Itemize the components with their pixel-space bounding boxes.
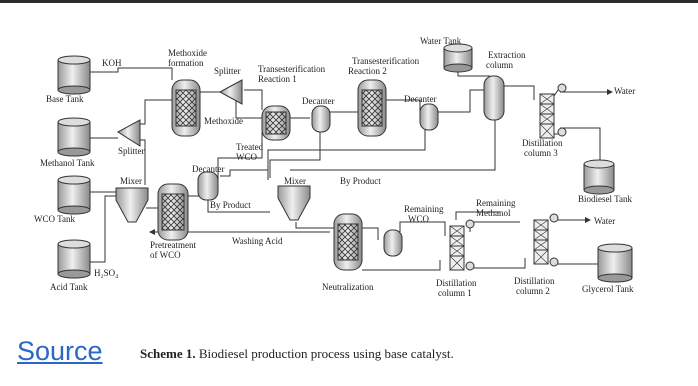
process-flow-diagram: Water Tank KOH Methoxide formation Split… — [34, 36, 635, 298]
label-water-in: Water — [594, 216, 615, 226]
top-border-line — [0, 0, 698, 3]
label-decanter-b: Decanter — [404, 94, 436, 104]
label-methoxide: Methoxide — [204, 116, 243, 126]
biodiesel-tank — [583, 159, 615, 195]
wco-tank — [57, 175, 91, 215]
neutralization-reactor — [333, 213, 363, 271]
mixer-left — [115, 187, 149, 223]
label-glycerol-tank: Glycerol Tank — [582, 284, 634, 294]
splitter-left — [117, 119, 141, 147]
decanter-c — [197, 171, 219, 201]
caption-label: Scheme 1. — [140, 346, 196, 361]
label-splitter-top: Splitter — [214, 66, 241, 76]
water-tank — [443, 43, 473, 73]
distillation-column-3 — [539, 83, 567, 139]
distillation-column-2 — [533, 213, 559, 267]
label-washing-acid: Washing Acid — [232, 236, 283, 246]
methoxide-formation-reactor — [171, 79, 201, 137]
label-distillation2-1: Distillation — [514, 276, 555, 286]
figure-caption: Scheme 1. Biodiesel production process u… — [140, 346, 454, 362]
decanter-a — [311, 105, 331, 133]
acid-tank — [57, 239, 91, 279]
label-methoxide-formation-2: formation — [168, 58, 204, 68]
label-pretreatment-2: of WCO — [150, 250, 181, 260]
mixer-middle — [277, 185, 311, 221]
label-by-product-right: By Product — [340, 176, 381, 186]
label-splitter-left: Splitter — [118, 146, 145, 156]
label-remaining-wco-2: WCO — [408, 214, 429, 224]
methanol-tank — [57, 117, 91, 157]
extraction-column — [483, 75, 505, 121]
label-distillation2-2: column 2 — [516, 286, 550, 296]
transesterification-reactor-2 — [357, 79, 387, 137]
label-remaining-methanol-2: Methanol — [476, 208, 511, 218]
label-decanter-a: Decanter — [302, 96, 334, 106]
transesterification-reactor-1 — [261, 105, 291, 141]
label-distillation3-2: column 3 — [524, 148, 558, 158]
label-water-tank: Water Tank — [420, 36, 462, 46]
label-extraction-2: column — [486, 60, 513, 70]
source-link[interactable]: Source — [17, 336, 103, 366]
label-trans2-1: Transesterification — [352, 56, 420, 66]
label-distillation1-1: Distillation — [436, 278, 477, 288]
label-decanter-c: Decanter — [192, 164, 224, 174]
label-biodiesel-tank: Biodiesel Tank — [578, 194, 632, 204]
label-koh: KOH — [102, 58, 122, 68]
label-treated-wco-1: Treated — [236, 142, 264, 152]
remaining-wco-vessel — [383, 229, 403, 257]
label-distillation3-1: Distillation — [522, 138, 563, 148]
label-base-tank: Base Tank — [46, 94, 84, 104]
glycerol-tank — [597, 243, 633, 283]
splitter-top — [218, 79, 243, 105]
label-remaining-methanol-1: Remaining — [476, 198, 516, 208]
label-water-out: Water — [614, 86, 635, 96]
label-trans1-1: Transesterification — [258, 64, 326, 74]
label-remaining-wco-1: Remaining — [404, 204, 444, 214]
label-h2so4: H₂SO₄ — [94, 268, 118, 278]
decanter-b — [419, 103, 439, 131]
label-mixer-middle: Mixer — [284, 176, 306, 186]
distillation-column-1 — [449, 219, 475, 271]
caption-text: Biodiesel production process using base … — [195, 346, 454, 361]
label-acid-tank: Acid Tank — [50, 282, 88, 292]
label-distillation1-2: column 1 — [438, 288, 472, 298]
label-by-product-left: By Product — [210, 200, 251, 210]
label-methanol-tank: Methanol Tank — [40, 158, 95, 168]
label-mixer-left: Mixer — [120, 176, 142, 186]
label-treated-wco-2: WCO — [236, 152, 257, 162]
pretreatment-reactor — [157, 183, 189, 241]
label-pretreatment-1: Pretreatment — [150, 240, 196, 250]
base-tank — [57, 55, 91, 95]
label-methoxide-formation-1: Methoxide — [168, 48, 207, 58]
label-trans2-2: Reaction 2 — [348, 66, 387, 76]
label-trans1-2: Reaction 1 — [258, 74, 297, 84]
label-extraction-1: Extraction — [488, 50, 526, 60]
label-neutralization: Neutralization — [322, 282, 374, 292]
label-wco-tank: WCO Tank — [34, 214, 75, 224]
